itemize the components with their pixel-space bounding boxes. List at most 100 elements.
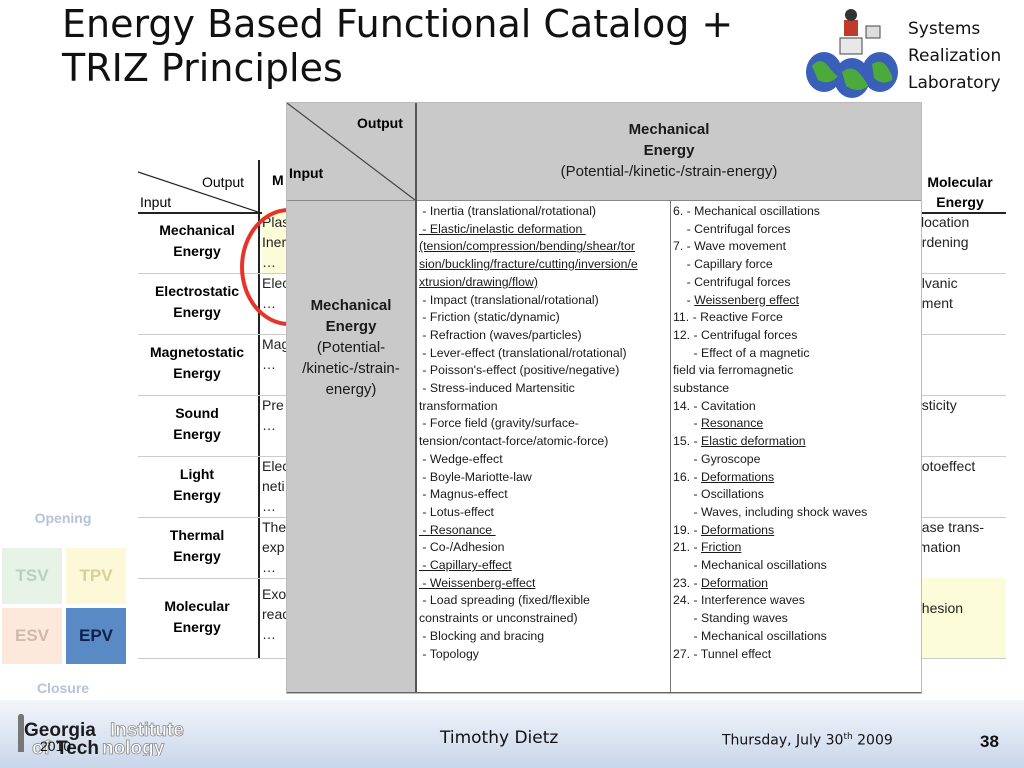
principle-item: 7. - Wave movement xyxy=(673,239,786,254)
col-title-line: Energy xyxy=(643,142,695,159)
col-title-line: (Potential-/kinetic-/strain-energy) xyxy=(560,163,778,180)
col-header-line: Molecular xyxy=(927,174,993,190)
row-label-line: Energy xyxy=(173,487,221,503)
function-item: - Capillary-effect xyxy=(419,558,512,573)
principle-item: 19. - Deformations xyxy=(673,522,775,537)
principle-item: - Effect of a magnetic xyxy=(673,345,810,360)
row-cell: Mag… xyxy=(262,334,292,395)
cell-line: Pre xyxy=(262,397,284,413)
date-prefix: Thursday, July 30 xyxy=(722,732,844,749)
function-item: - Impact (translational/rotational) xyxy=(419,292,599,307)
tpv-box: TPV xyxy=(66,548,126,604)
function-item: - Elastic/inelastic deformation xyxy=(419,221,586,236)
lab-name: Systems Realization Laboratory xyxy=(908,16,1001,97)
function-item: - Lever-effect (translational/rotational… xyxy=(419,345,627,360)
row-label-line: Electrostatic xyxy=(154,283,240,299)
principle-item: - Resonance xyxy=(673,416,764,431)
function-item: - Force field (gravity/surface- xyxy=(419,416,579,431)
footer: Georgia Institute of Tech nology 2010 Ti… xyxy=(0,700,1024,768)
principle-item: - Mechanical oscillations xyxy=(673,628,827,643)
cell-line: … xyxy=(262,498,276,514)
overlay-column-title: Mechanical Energy (Potential-/kinetic-/s… xyxy=(417,119,921,182)
principle-item: - Standing waves xyxy=(673,611,788,626)
function-item: transformation xyxy=(419,398,498,413)
date-superscript: th xyxy=(843,732,853,742)
principle-item: - Capillary force xyxy=(673,257,773,272)
cell-line: slocation xyxy=(914,214,970,230)
function-item: - Refraction (waves/particles) xyxy=(419,327,582,342)
row-cell-right: asticity xyxy=(914,395,1006,456)
opening-label: Opening xyxy=(34,510,92,526)
function-item: - Stress-induced Martensitic xyxy=(419,381,575,396)
principle-item: 27. - Tunnel effect xyxy=(673,646,772,661)
row-cell: Pre … xyxy=(262,395,292,456)
principle-item: - Weissenberg effect xyxy=(673,292,799,307)
function-item: - Load spreading (fixed/flexible xyxy=(419,593,590,608)
principle-item: 21. - Friction xyxy=(673,540,742,555)
row-label-line: Energy xyxy=(173,548,221,564)
overlay-row-header xyxy=(287,201,415,693)
cell-line: asticity xyxy=(914,397,957,413)
triz-principles-list: 6. - Mechanical oscillations - Centrifug… xyxy=(673,203,919,663)
row-label-line: Mechanical xyxy=(159,222,235,238)
function-item: - Topology xyxy=(419,646,479,661)
function-item: - Poisson's-effect (positive/negative) xyxy=(419,363,620,378)
principle-item: 6. - Mechanical oscillations xyxy=(673,204,820,218)
matrix-col-header-last: Molecular Energy xyxy=(914,172,1006,212)
function-item: - Co-/Adhesion xyxy=(419,540,505,555)
logo-institute: Institute xyxy=(110,720,184,741)
function-item: tension/contact-force/atomic-force) xyxy=(419,434,609,449)
row-title-line: energy) xyxy=(325,381,377,398)
cell-line: rmation xyxy=(914,539,961,555)
row-label-line: Energy xyxy=(173,365,221,381)
principle-item: substance xyxy=(673,381,730,396)
cell-line: ardening xyxy=(914,234,969,250)
principle-item: 12. - Centrifugal forces xyxy=(673,327,798,342)
cell-line: exp xyxy=(262,539,285,555)
lab-line-2: Realization xyxy=(908,46,1002,66)
epv-box: EPV xyxy=(66,608,126,664)
matrix-output-label: Output xyxy=(202,174,245,190)
cell-line: reac xyxy=(262,606,290,622)
title-line-1: Energy Based Functional Catalog + xyxy=(62,2,734,46)
matrix-input-label: Input xyxy=(140,194,172,210)
function-item: (tension/compression/bending/shear/tor xyxy=(419,239,636,254)
function-item: - Inertia (translational/rotational) xyxy=(419,204,597,218)
row-cell-right: dhesion xyxy=(914,578,1006,658)
function-item: - Magnus-effect xyxy=(419,487,508,502)
col-header-line: Energy xyxy=(936,194,984,210)
principle-item: - Oscillations xyxy=(673,487,764,502)
cell-line: ement xyxy=(914,295,953,311)
cell-line: The xyxy=(262,519,287,535)
row-title-line: Energy xyxy=(325,318,377,335)
lab-line-3: Laboratory xyxy=(908,73,1001,93)
diagonal-divider xyxy=(138,171,258,212)
function-item: xtrusion/drawing/flow) xyxy=(419,274,538,289)
row-label-line: Magnetostatic xyxy=(149,344,245,360)
footer-year: 2010 xyxy=(40,738,72,754)
title-line-2: TRIZ Principles xyxy=(62,46,343,90)
cell-line: Elec xyxy=(262,458,290,474)
function-item: - Lotus-effect xyxy=(419,504,494,519)
principle-item: - Mechanical oscillations xyxy=(673,558,827,573)
row-label-line: Energy xyxy=(173,304,221,320)
function-item: - Blocking and bracing xyxy=(419,628,545,643)
cell-line: Mag xyxy=(262,336,290,352)
lab-line-1: Systems xyxy=(908,19,981,39)
principle-item: - Centrifugal forces xyxy=(673,274,791,289)
lab-logo-icon xyxy=(806,9,898,98)
functions-list: - Inertia (translational/rotational) - E… xyxy=(419,203,669,663)
principle-item: field via ferromagnetic xyxy=(673,363,794,378)
cell-line: … xyxy=(262,417,276,433)
row-title-line: (Potential- xyxy=(316,339,386,356)
row-label-line: Sound xyxy=(175,405,219,421)
principle-item: 14. - Cavitation xyxy=(673,398,756,413)
principle-item: - Centrifugal forces xyxy=(673,221,791,236)
